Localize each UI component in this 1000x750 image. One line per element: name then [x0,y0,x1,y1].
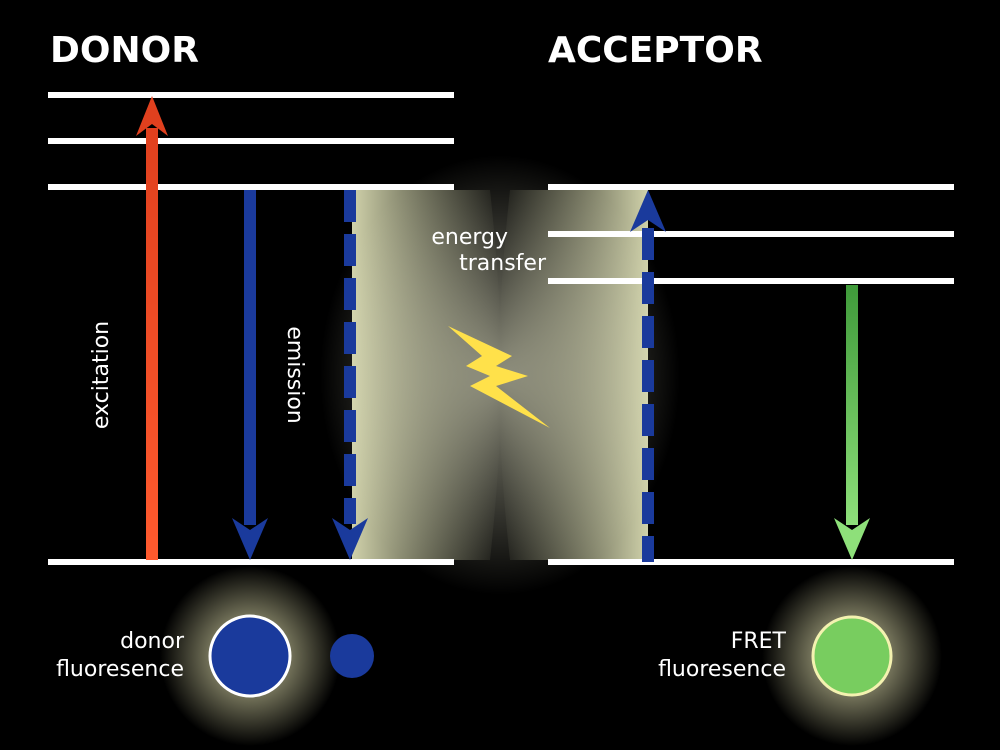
emission-label: emission [282,326,307,424]
excitation-label: excitation [89,321,114,429]
donor-ground-level [48,559,454,565]
donor-transfer-arrow [332,190,368,560]
donor-fluorescence: donor fluoresence [56,566,374,746]
acceptor-ground-level [548,559,954,565]
emission-arrow [232,190,268,560]
fret-fluorescence-label-line2: fluoresence [658,657,786,682]
donor-quenched-fluorophore [330,634,374,678]
fret-fluorescence-arrow [834,285,870,560]
donor-fluorescence-label-line2: fluoresence [56,657,184,682]
acceptor-title: ACCEPTOR [548,30,763,71]
donor-level-2 [48,184,454,190]
donor-fluorophore [208,614,292,698]
donor-fluorescence-label-line1: donor [120,629,185,654]
donor-level-3 [48,138,454,144]
acceptor-level-2 [548,231,954,237]
lightning-bolt-icon [448,326,550,428]
donor-level-4 [48,92,454,98]
acceptor-transfer-arrow [630,190,666,562]
donor-title: DONOR [50,30,199,71]
donor-energy-levels [48,92,454,565]
fret-fluorescence: FRET fluoresence [658,566,942,746]
acceptor-energy-levels [548,184,954,565]
acceptor-level-3 [548,184,954,190]
acceptor-fluorophore [811,615,893,697]
excitation-arrow [136,96,168,560]
energy-transfer-label-line2: transfer [459,251,547,276]
acceptor-level-1 [548,278,954,284]
energy-transfer-label-line1: energy [431,225,508,250]
fret-fluorescence-label-line1: FRET [731,629,787,654]
